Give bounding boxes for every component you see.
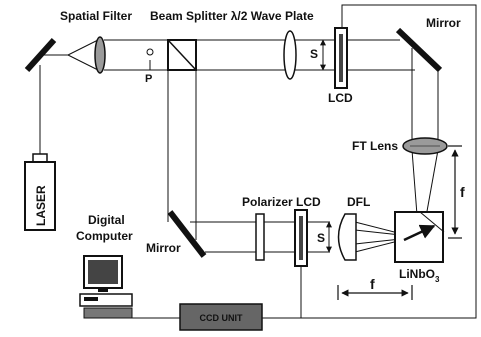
s-polarization-lower-label: S (317, 231, 325, 245)
linbo3-label: LiNbO3 (399, 267, 440, 284)
mirror-bottom-label: Mirror (146, 241, 181, 255)
ccd-unit-label: CCD UNIT (200, 313, 243, 323)
computer-label: Computer (76, 229, 133, 243)
laser-box: LASER (24, 153, 56, 231)
ccd-unit: CCD UNIT (179, 303, 263, 331)
spatial-filter-lens (94, 36, 106, 74)
mirror-top-right (395, 27, 443, 73)
f-horizontal-label: f (370, 276, 375, 292)
beam-splitter (167, 39, 197, 71)
ft-lens-label: FT Lens (352, 139, 398, 153)
lcd-top-label: LCD (328, 91, 353, 105)
half-wave-plate (283, 30, 297, 80)
digital-label: Digital (88, 213, 125, 227)
laser-label: LASER (34, 185, 48, 226)
crystal-axis-arrow-icon (403, 224, 436, 242)
lcd-bottom (294, 209, 308, 267)
polarizer (255, 213, 265, 261)
computer-icon (79, 255, 133, 319)
s-polarization-label: S (310, 47, 318, 61)
f-vertical-label: f (460, 184, 465, 200)
mirror-top-label: Mirror (426, 16, 461, 30)
polarization-dot-icon (146, 48, 154, 56)
ft-lens (402, 137, 448, 155)
dfl-lens (337, 213, 357, 261)
linbo3-crystal (394, 211, 445, 263)
beam-splitter-waveplate-label: Beam Splitter λ/2 Wave Plate (150, 9, 314, 23)
dfl-label: DFL (347, 195, 370, 209)
lcd-top (334, 27, 348, 89)
mirror-left (24, 37, 57, 73)
spatial-filter-label: Spatial Filter (60, 9, 132, 23)
p-polarization-label: P (145, 73, 152, 85)
polarizer-lcd-label: Polarizer LCD (242, 195, 321, 209)
mirror-bottom-left (167, 210, 207, 258)
